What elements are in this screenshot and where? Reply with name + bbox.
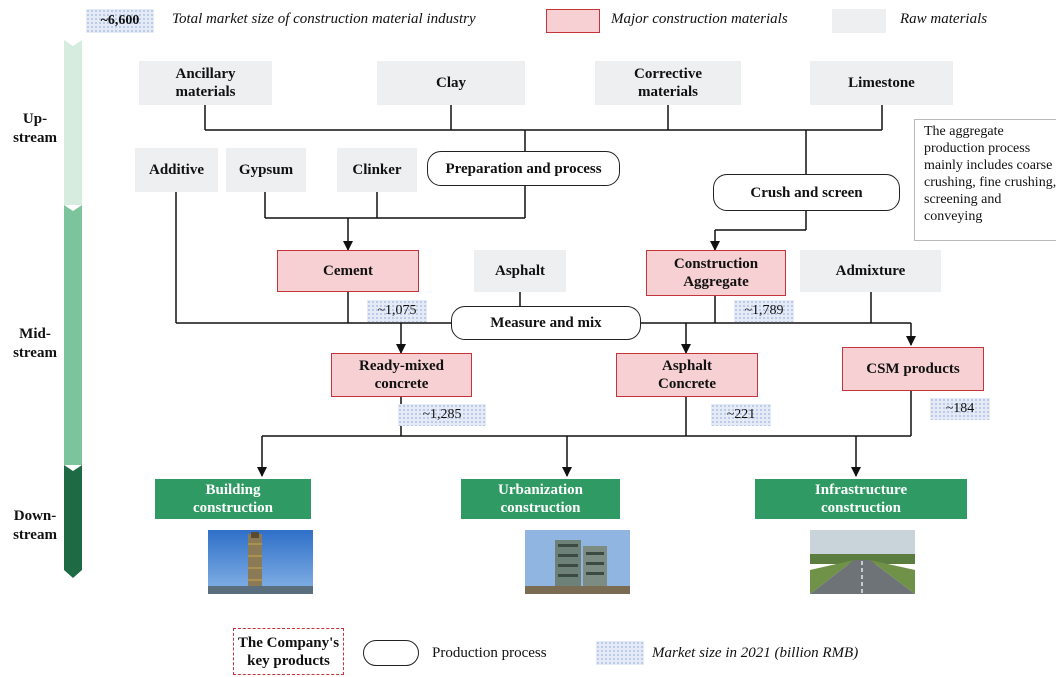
major-construction-aggregate: Construction Aggregate [646, 250, 786, 296]
downstream-urbanization-construction: Urbanization construction [461, 479, 620, 519]
market-size-aggregate: ~1,789 [734, 300, 794, 322]
raw-corrective-materials: Corrective materials [595, 61, 741, 105]
raw-clinker: Clinker [337, 148, 417, 192]
raw-asphalt: Asphalt [474, 250, 566, 292]
downstream-infrastructure-construction: Infrastructure construction [755, 479, 967, 519]
aggregate-process-note: The aggregate production process mainly … [914, 119, 1056, 241]
raw-ancillary-materials: Ancillary materials [139, 61, 272, 105]
market-size-cement: ~1,075 [367, 300, 427, 322]
legend-market-size: Market size in 2021 (billion RMB) [652, 645, 859, 661]
urbanization-photo [525, 530, 630, 594]
market-size-csm: ~184 [930, 398, 990, 420]
raw-gypsum: Gypsum [226, 148, 306, 192]
legend-total-label: Total market size of construction materi… [172, 11, 476, 27]
raw-admixture: Admixture [800, 250, 941, 292]
legend-key-products: The Company's key products [233, 628, 344, 675]
process-crush-and-screen: Crush and screen [713, 174, 900, 211]
raw-clay: Clay [377, 61, 525, 105]
legend-major-label: Major construction materials [611, 11, 788, 27]
legend-production-process: Production process [432, 645, 547, 661]
building-photo [208, 530, 313, 594]
stage-upstream-label: Up- stream [13, 111, 57, 146]
stage-downstream-label: Down- stream [13, 508, 57, 543]
downstream-building-construction: Building construction [155, 479, 311, 519]
process-measure-and-mix: Measure and mix [451, 306, 641, 340]
infrastructure-photo [810, 530, 915, 594]
major-csm-products: CSM products [842, 347, 984, 391]
legend-process-swatch [363, 640, 419, 666]
market-size-asphalt-concrete: ~221 [711, 404, 771, 426]
stage-midstream-label: Mid- stream [13, 326, 57, 361]
legend-raw-swatch [832, 9, 886, 33]
raw-limestone: Limestone [810, 61, 953, 105]
legend-major-swatch [546, 9, 600, 33]
legend-total-value: ~6,600 [86, 9, 154, 33]
legend-raw-label: Raw materials [900, 11, 988, 27]
process-preparation: Preparation and process [427, 151, 620, 186]
raw-additive: Additive [135, 148, 218, 192]
major-ready-mixed-concrete: Ready-mixed concrete [331, 353, 472, 397]
major-cement: Cement [277, 250, 419, 292]
market-size-ready-mixed: ~1,285 [398, 404, 486, 426]
major-asphalt-concrete: Asphalt Concrete [616, 353, 758, 397]
legend-market-swatch [596, 641, 644, 665]
